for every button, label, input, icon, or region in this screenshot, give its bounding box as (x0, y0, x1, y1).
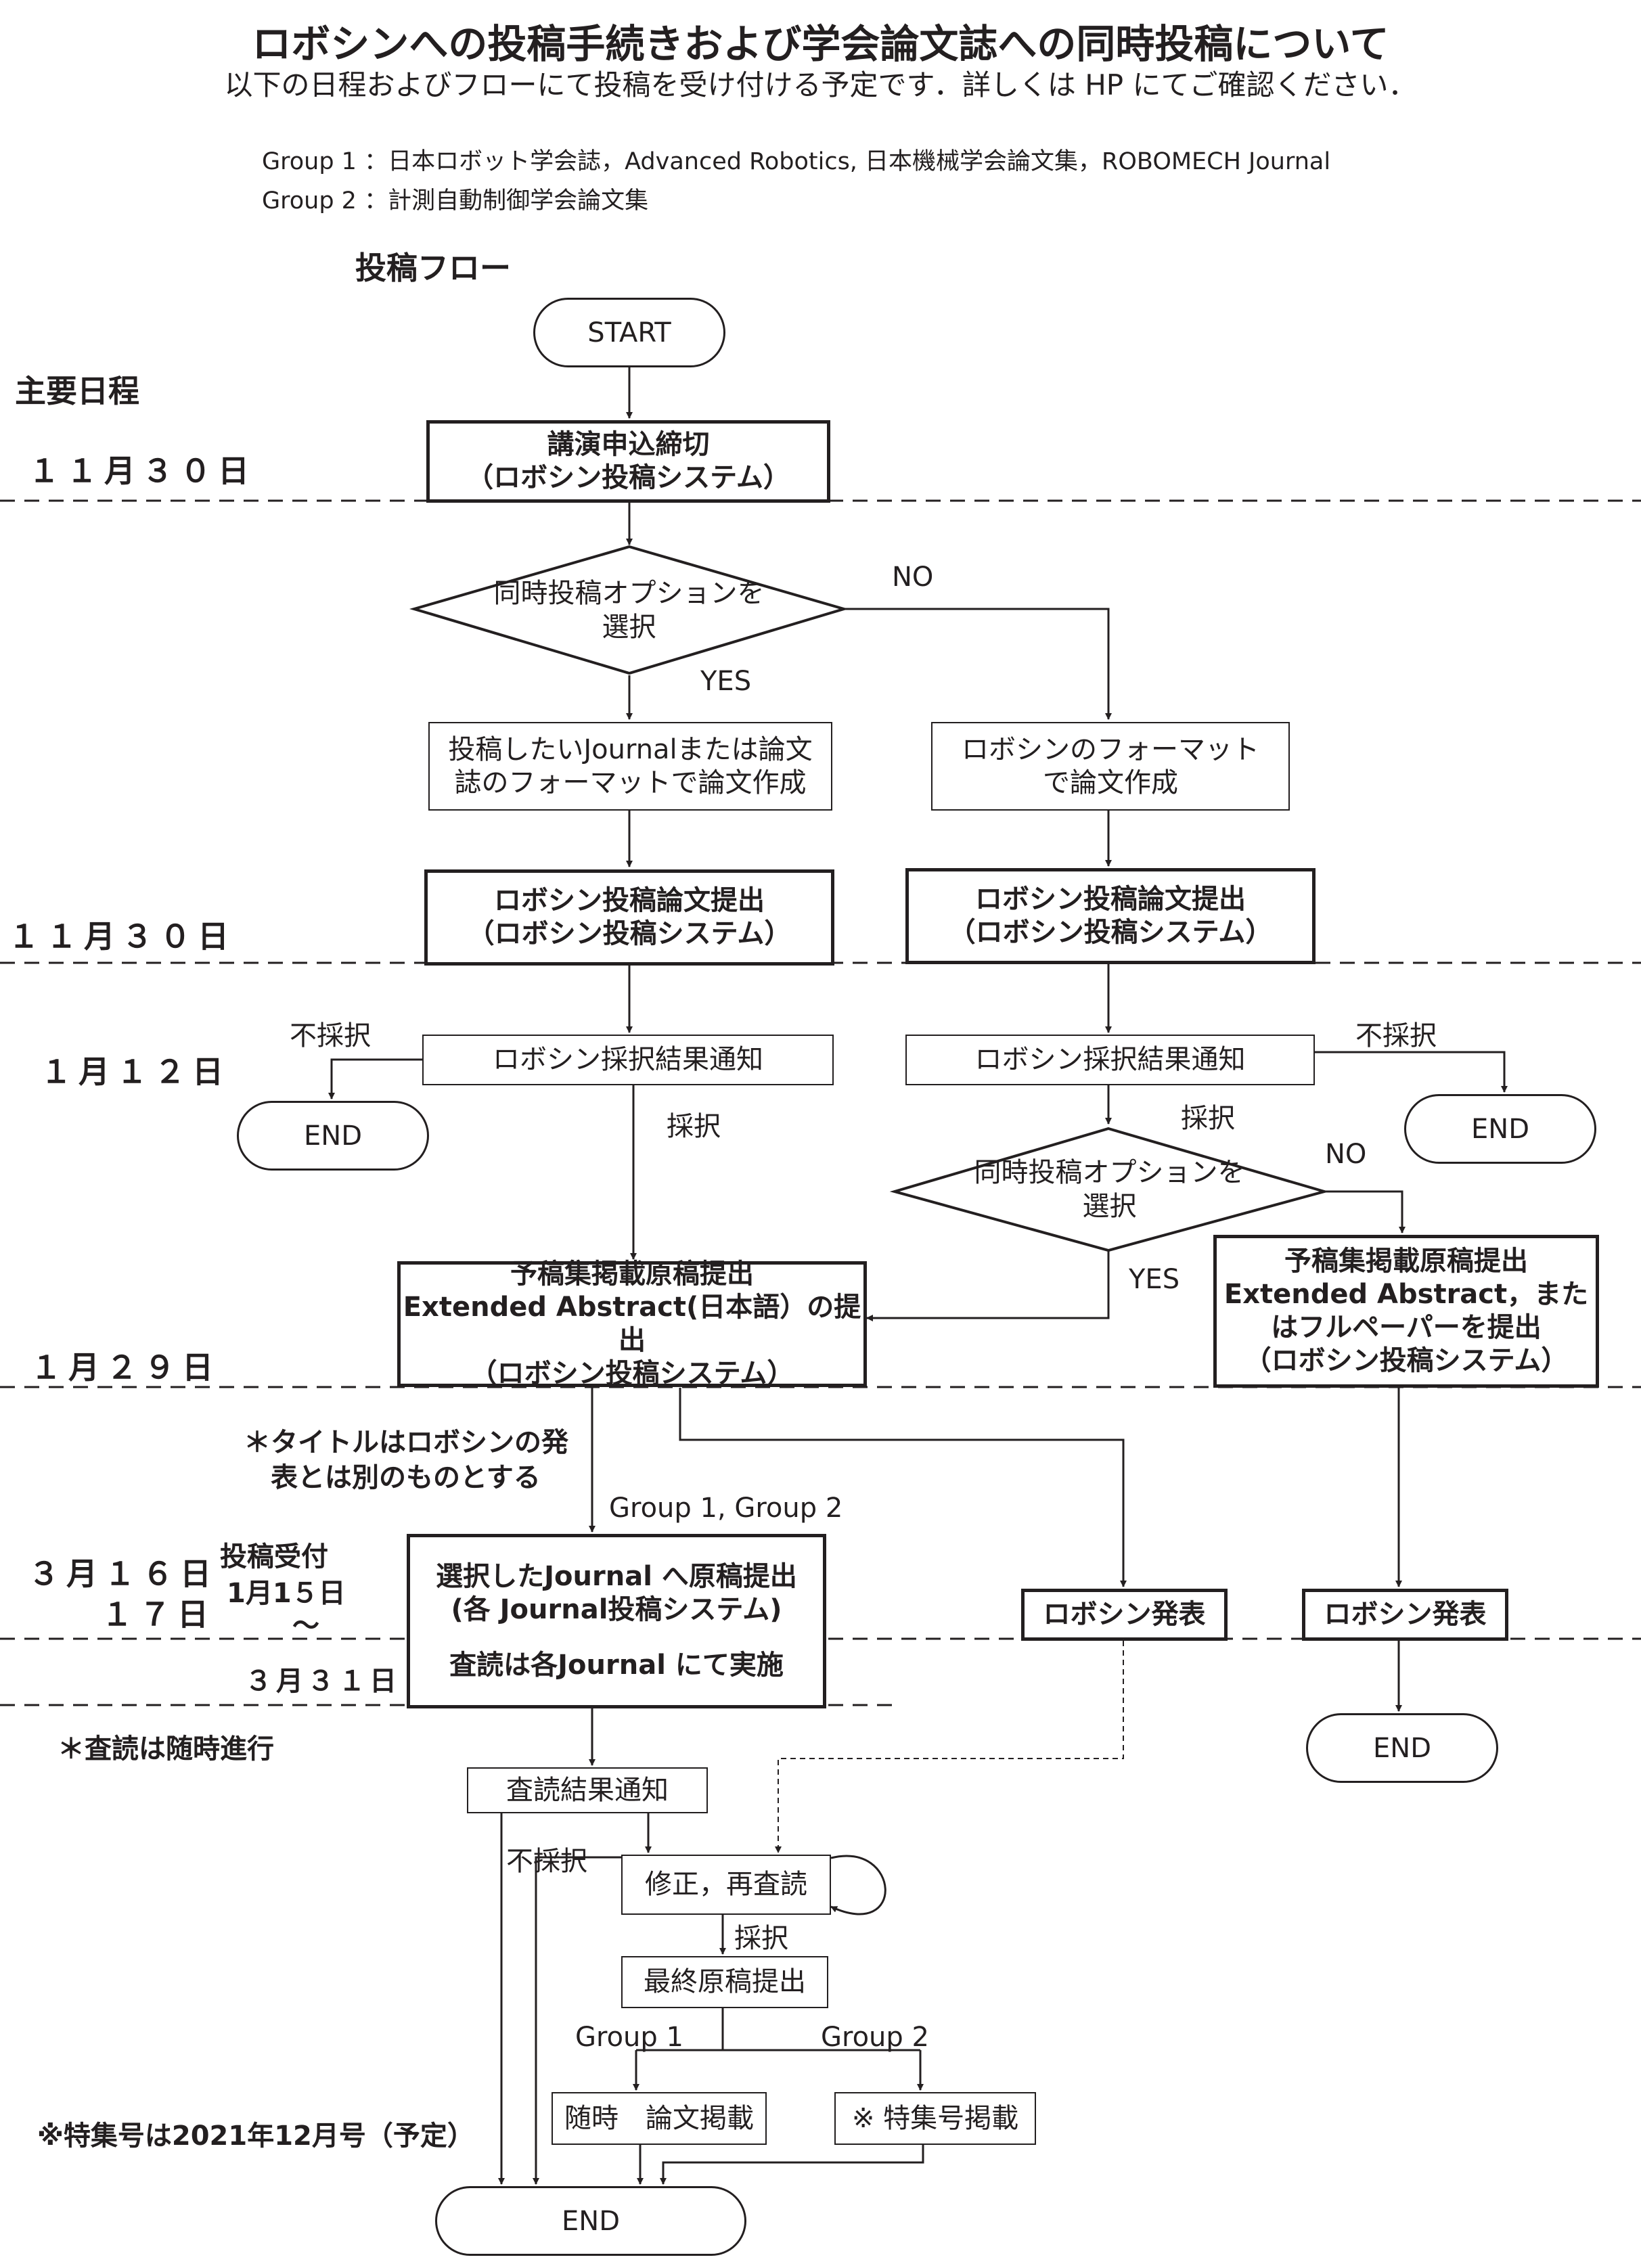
accept-period-start: 1月1５日 (227, 1578, 346, 1609)
acceptance-result-right-box: ロボシン採択結果通知 (905, 1035, 1315, 1085)
page-title: ロボシンへの投稿手続きおよび学会論文誌への同時投稿について (252, 21, 1389, 67)
group1-branch-label: Group 1 (575, 2022, 683, 2053)
accept-label-left: 採択 (667, 1111, 721, 1142)
date-nov30-submit: １１月３０日 (8, 918, 235, 955)
group2-description: Group 2 ：計測自動制御学会論文集 (262, 187, 649, 214)
accept-label-right: 採択 (1181, 1103, 1235, 1134)
journal-format-box: 投稿したいJournalまたは論文誌のフォーマットで論文作成 (428, 722, 832, 811)
start-terminal: START (533, 298, 725, 367)
schedule-heading: 主要日程 (15, 373, 139, 409)
yes-label-2: YES (1129, 1264, 1180, 1295)
flow-heading: 投稿フロー (355, 250, 511, 286)
end-terminal-final: END (435, 2186, 746, 2256)
final-manuscript-box: 最終原稿提出 (621, 1956, 828, 2008)
group2-branch-label: Group 2 (821, 2022, 929, 2053)
yes-label-1: YES (700, 666, 752, 697)
group1-description: Group 1 ：日本ロボット学会誌，Advanced Robotics, 日本… (262, 148, 1331, 175)
publish-anytime-box: 随時 論文掲載 (552, 2092, 767, 2145)
journal-submission-box: 選択したJournal へ原稿提出 (各 Journal投稿システム) 査読は各… (407, 1534, 826, 1708)
option-decision-2-label: 同時投稿オプションを選択 (974, 1157, 1245, 1222)
submit-paper-right-box: ロボシン投稿論文提出（ロボシン投稿システム） (905, 868, 1316, 964)
decision-diamond-1 (409, 545, 849, 675)
option-decision-1-label: 同時投稿オプションを選択 (493, 577, 765, 643)
end-terminal-left-reject: END (237, 1101, 429, 1171)
date-jan29: １月２９日 (30, 1349, 220, 1386)
decision-diamond-2 (889, 1127, 1330, 1252)
date-mar16: ３月１６日 (28, 1556, 218, 1592)
date-17: １７日 (102, 1596, 215, 1633)
review-result-box: 査読結果通知 (467, 1767, 708, 1813)
special-issue-box: ※ 特集号掲載 (834, 2092, 1036, 2145)
presentation-right-box: ロボシン発表 (1302, 1589, 1508, 1641)
revision-box: 修正，再査読 (621, 1855, 831, 1915)
reject-label-right: 不採択 (1355, 1020, 1437, 1051)
end-terminal-after-present: END (1306, 1713, 1498, 1783)
acceptance-result-left-box: ロボシン採択結果通知 (422, 1035, 834, 1085)
date-nov30-deadline: １１月３０日 (28, 453, 256, 489)
accept-period-tilde: ～ (292, 1610, 319, 1641)
reject-label-review: 不採択 (506, 1846, 587, 1877)
submit-paper-left-box: ロボシン投稿論文提出（ロボシン投稿システム） (424, 869, 834, 966)
review-note: ＊査読は随時進行 (58, 1733, 274, 1765)
title-note: ＊タイトルはロボシンの発 表とは別のものとする (244, 1427, 568, 1493)
date-mar31: ３月３１日 (245, 1666, 401, 1697)
page-subtitle: 以下の日程およびフローにて投稿を受け付ける予定です．詳しくは HP にてご確認く… (224, 68, 1417, 101)
end-terminal-right-reject: END (1404, 1094, 1596, 1164)
accept-label-review: 採択 (734, 1923, 788, 1954)
special-issue-note: ※特集号は2021年12月号（予定） (37, 2120, 474, 2152)
accept-period-label: 投稿受付 (220, 1541, 328, 1572)
presentation-left-box: ロボシン発表 (1021, 1589, 1228, 1641)
robosym-format-box: ロボシンのフォーマットで論文作成 (931, 722, 1290, 811)
reject-label-left: 不採択 (290, 1020, 371, 1051)
group12-label: Group 1, Group 2 (609, 1493, 843, 1524)
no-label-2: NO (1325, 1139, 1367, 1170)
lecture-deadline-box: 講演申込締切（ロボシン投稿システム） (426, 420, 830, 503)
no-label-1: NO (892, 562, 934, 593)
date-jan12: １月１２日 (41, 1053, 230, 1090)
